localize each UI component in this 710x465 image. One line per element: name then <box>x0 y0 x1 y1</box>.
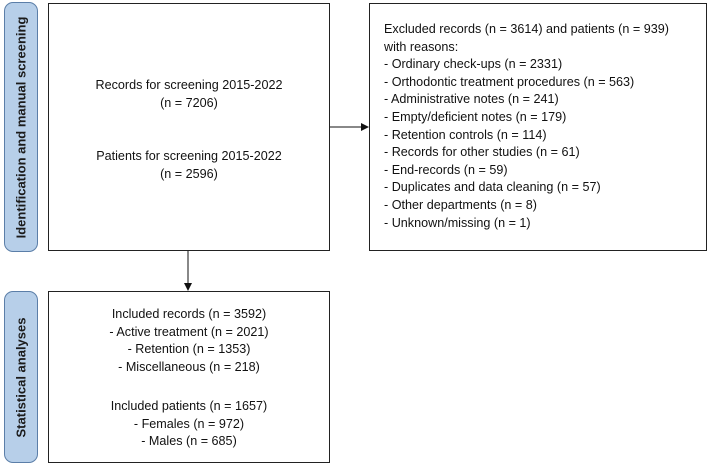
screening-patients-count: (n = 2596) <box>160 166 218 181</box>
screening-records-title: Records for screening 2015-2022 <box>95 78 283 92</box>
excluded-reason: - Ordinary check-ups (n = 2331) <box>384 57 563 72</box>
excluded-box: Excluded records (n = 3614) and patients… <box>369 3 707 251</box>
included-records-item: - Miscellaneous (n = 218) <box>118 359 260 374</box>
excluded-reason: - Retention controls (n = 114) <box>384 127 547 142</box>
included-patients-item: - Males (n = 685) <box>141 434 237 449</box>
included-patients-item: - Females (n = 972) <box>133 416 245 431</box>
screening-records-count: (n = 7206) <box>160 95 218 110</box>
included-records-title: Included records (n = 3592) <box>111 307 267 321</box>
included-box: Included records (n = 3592) - Active tre… <box>48 291 330 463</box>
stage-label-statistical: Statistical analyses <box>4 291 38 463</box>
excluded-reason: - Duplicates and data cleaning (n = 57) <box>384 180 601 195</box>
screening-box: Records for screening 2015-2022 (n = 720… <box>48 3 330 251</box>
excluded-header-reasons: with reasons: <box>384 39 459 54</box>
excluded-reason: - Records for other studies (n = 61) <box>384 145 580 160</box>
excluded-reason: - Unknown/missing (n = 1) <box>384 215 531 230</box>
included-records-block: Included records (n = 3592) - Active tre… <box>49 306 329 376</box>
excluded-reason: - Empty/deficient notes (n = 179) <box>384 109 567 124</box>
included-patients-block: Included patients (n = 1657) - Females (… <box>49 398 329 451</box>
screening-records-block: Records for screening 2015-2022 (n = 720… <box>49 77 329 112</box>
included-patients-title: Included patients (n = 1657) <box>110 399 268 413</box>
included-records-item: - Retention (n = 1353) <box>127 342 251 357</box>
excluded-reason: - Orthodontic treatment procedures (n = … <box>384 74 635 89</box>
screening-patients-block: Patients for screening 2015-2022 (n = 25… <box>49 148 329 183</box>
screening-patients-title: Patients for screening 2015-2022 <box>96 149 282 163</box>
excluded-reasons-list: - Ordinary check-ups (n = 2331) - Orthod… <box>384 56 706 232</box>
included-records-item: - Active treatment (n = 2021) <box>109 324 269 339</box>
excluded-header: Excluded records (n = 3614) and patients… <box>384 22 669 36</box>
excluded-reason: - Administrative notes (n = 241) <box>384 92 559 107</box>
stage-label-identification: Identification and manual screening <box>4 2 38 252</box>
excluded-reason: - End-records (n = 59) <box>384 162 508 177</box>
excluded-reason: - Other departments (n = 8) <box>384 197 537 212</box>
